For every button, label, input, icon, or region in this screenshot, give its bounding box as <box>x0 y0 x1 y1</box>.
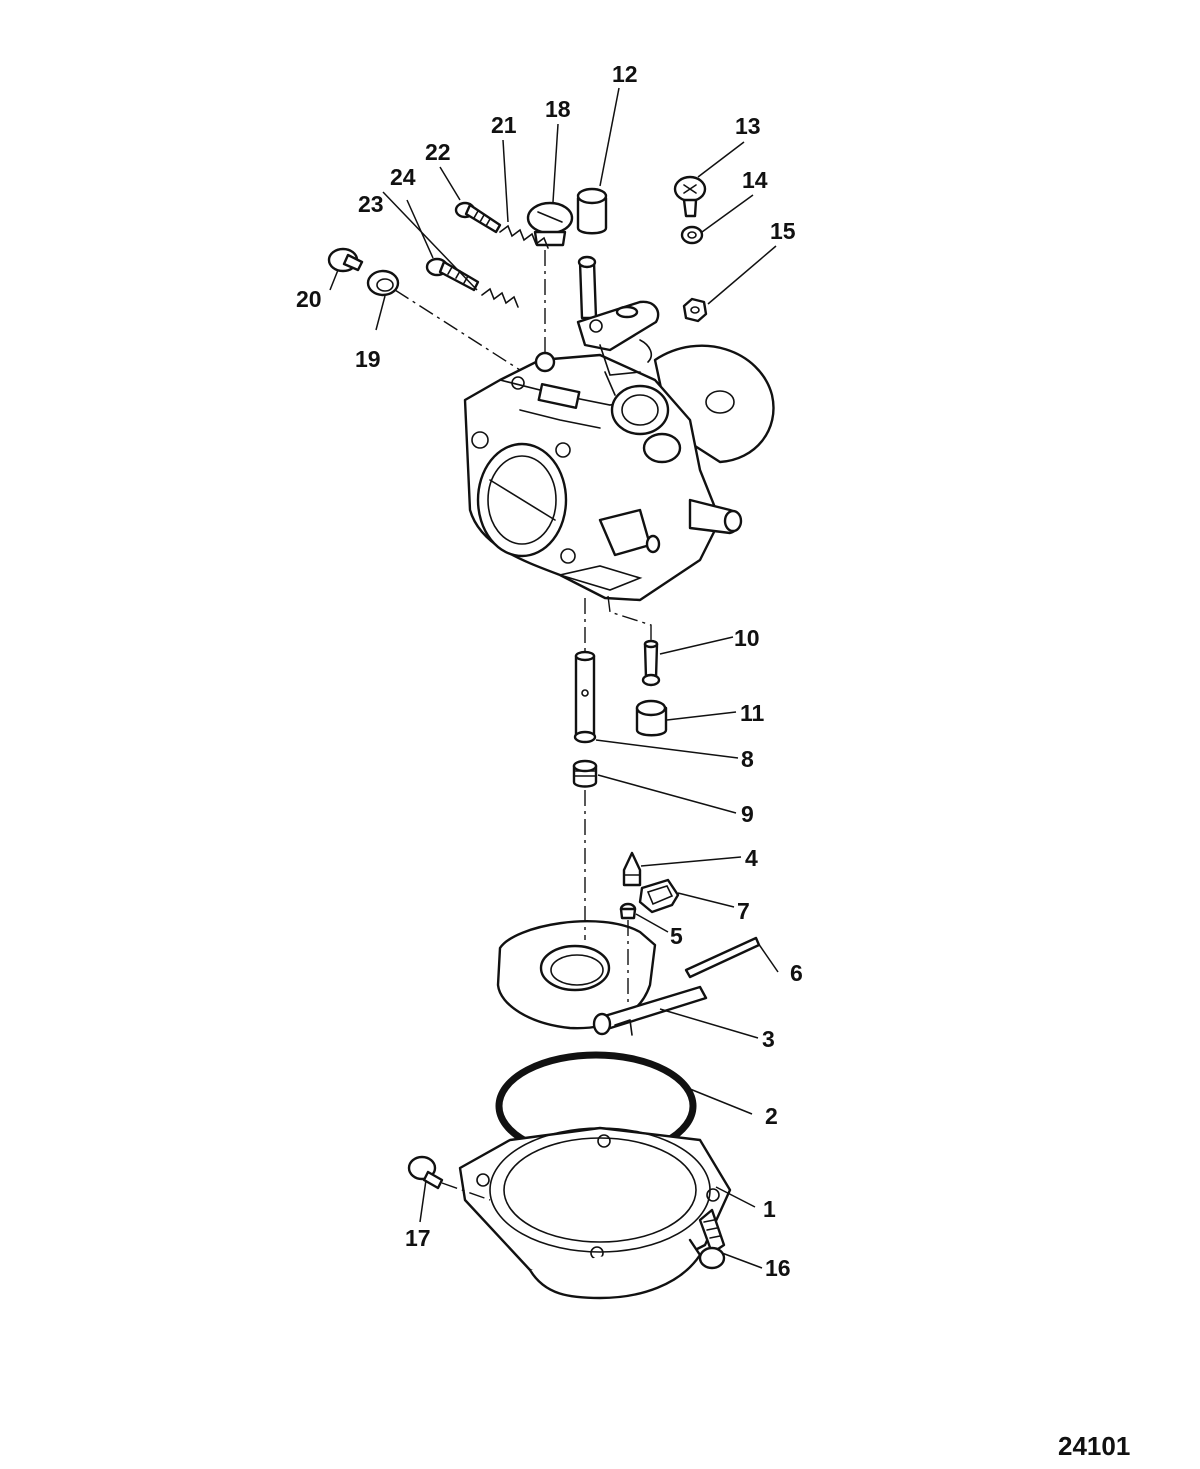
assembly-lines <box>394 250 652 1201</box>
callout-12: 12 <box>612 61 638 87</box>
part-5-seat <box>619 902 637 920</box>
part-8-nozzle <box>573 650 597 744</box>
callout-20: 20 <box>296 286 322 312</box>
callout-1: 1 <box>763 1196 776 1222</box>
part-11-plug <box>635 699 668 737</box>
callout-11: 11 <box>740 700 765 726</box>
part-6-pin <box>684 936 761 979</box>
callout-4: 4 <box>745 845 758 871</box>
callout-24: 24 <box>390 164 416 190</box>
part-9-main-jet <box>572 759 598 788</box>
leader-lines <box>329 87 779 1269</box>
part-1-float-bowl <box>458 1126 732 1300</box>
callout-14: 14 <box>742 167 768 193</box>
callout-16: 16 <box>765 1255 791 1281</box>
part-14-washer <box>680 225 704 245</box>
callout-9: 9 <box>741 801 754 827</box>
part-4-needle <box>622 851 642 887</box>
part-15-nut <box>682 297 708 323</box>
part-21-spring <box>499 224 549 249</box>
callout-15: 15 <box>770 218 796 244</box>
callout-22: 22 <box>425 139 451 165</box>
callout-8: 8 <box>741 746 754 772</box>
part-22-screw <box>454 201 502 234</box>
callout-19: 19 <box>355 346 381 372</box>
callout-6: 6 <box>790 960 803 986</box>
part-24-spring <box>481 287 519 308</box>
carburetor-body <box>463 344 775 602</box>
part-16-screw <box>698 1208 726 1270</box>
part-19-gasket <box>366 269 400 297</box>
part-20-plug <box>327 247 364 273</box>
callout-5: 5 <box>670 923 683 949</box>
part-23-screw <box>425 257 480 292</box>
part-18-slotted-plug <box>526 201 574 247</box>
part-17-screw <box>407 1155 444 1190</box>
part-12-cap <box>576 187 608 235</box>
throttle-shaft-assembly <box>576 255 660 396</box>
callout-18: 18 <box>545 96 571 122</box>
callout-13: 13 <box>735 113 761 139</box>
part-3-float <box>496 920 708 1036</box>
callout-3: 3 <box>762 1026 775 1052</box>
part-13-screw <box>673 175 707 218</box>
callout-23: 23 <box>358 191 384 217</box>
callout-17: 17 <box>405 1225 431 1251</box>
callout-labels: 12 18 13 14 15 21 22 24 23 20 19 10 11 8… <box>296 61 803 1281</box>
figure-number: 24101 <box>1058 1431 1130 1461</box>
callout-21: 21 <box>491 112 517 138</box>
part-10-jet <box>641 639 661 687</box>
callout-7: 7 <box>737 898 750 924</box>
part-7-gasket <box>638 878 680 914</box>
callout-10: 10 <box>734 625 760 651</box>
callout-2: 2 <box>765 1103 778 1129</box>
